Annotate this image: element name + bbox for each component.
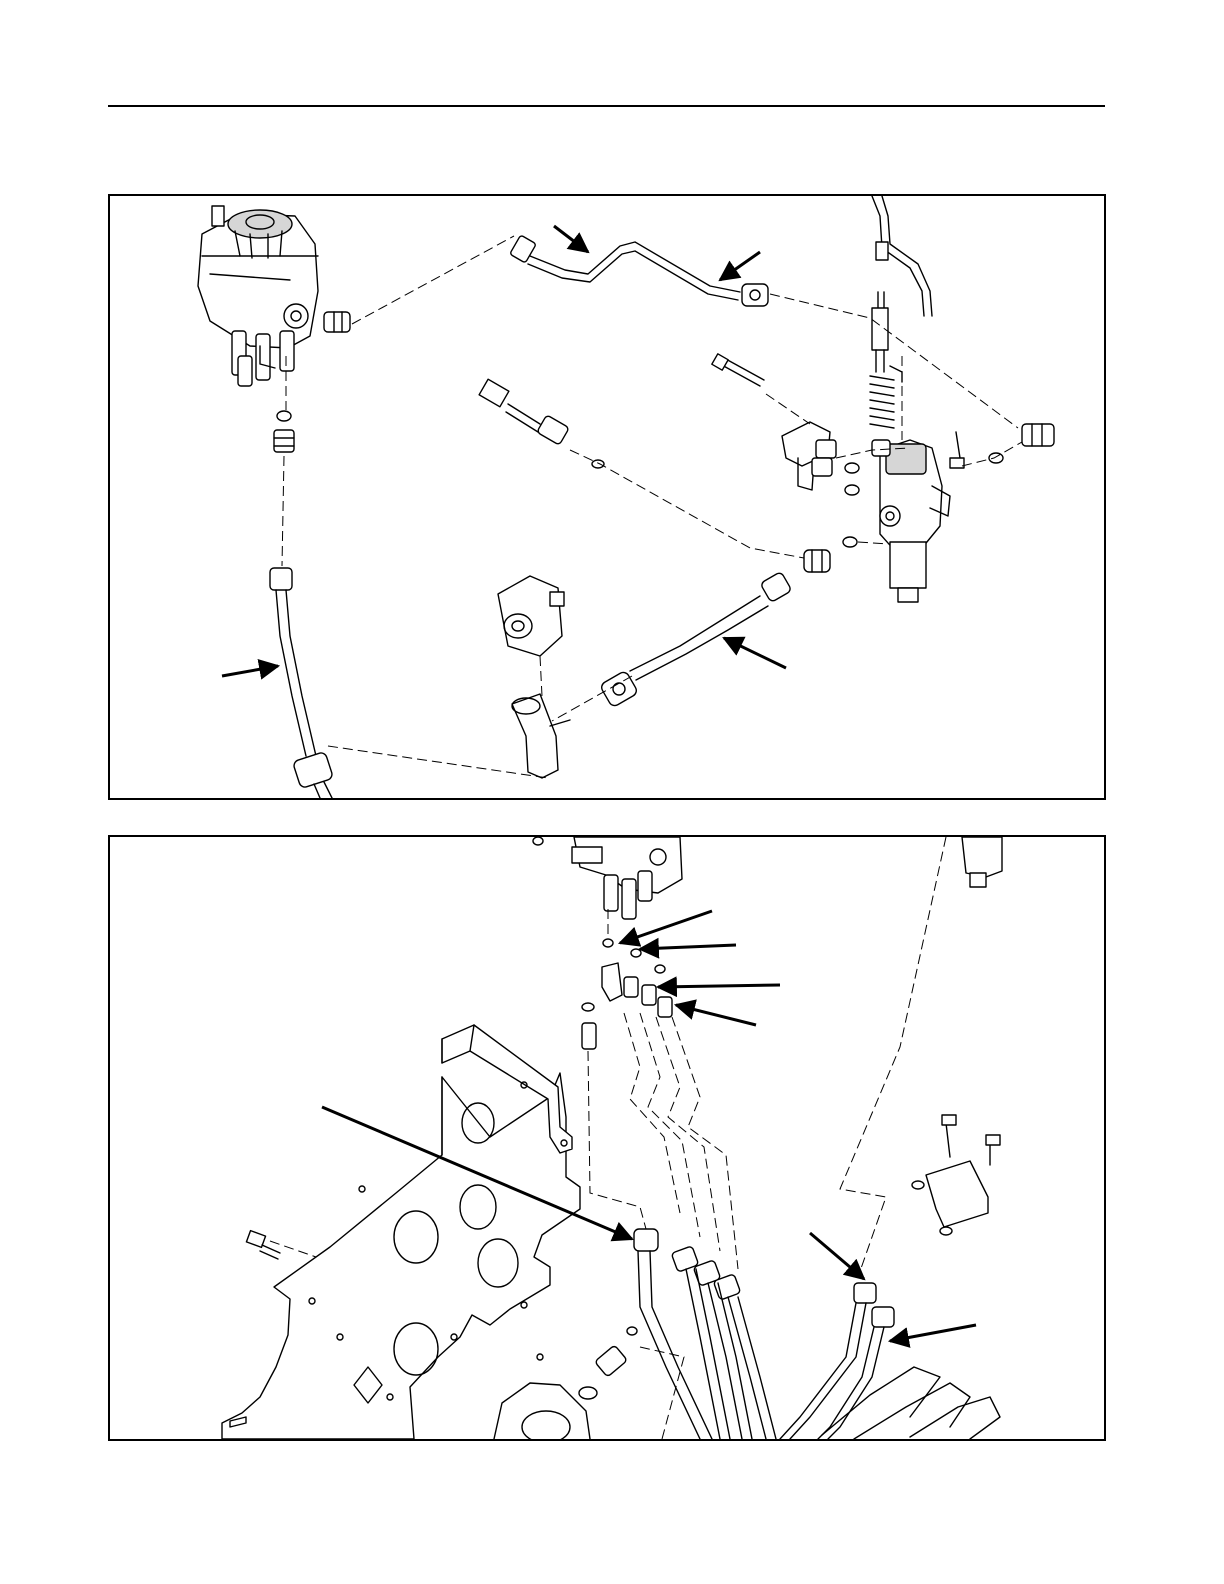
arrow-icon <box>676 1005 756 1025</box>
left-tube <box>270 568 333 798</box>
filter-head <box>498 576 564 656</box>
elbow-fittings <box>782 422 890 495</box>
top-figure-panel <box>108 194 1106 800</box>
lower-tube <box>600 571 792 707</box>
header-rule <box>108 105 1105 107</box>
top-figure-drawing <box>110 196 1104 798</box>
arrow-icon <box>658 985 780 987</box>
control-valve <box>198 206 318 386</box>
lower-valve-fitting <box>804 537 857 572</box>
pump-motor <box>494 1327 637 1439</box>
arrow-icon <box>640 945 736 949</box>
right-outlet-fitting <box>989 424 1054 463</box>
spool-valve-section <box>880 440 950 602</box>
frame-plate <box>222 1073 580 1439</box>
spring <box>870 366 902 428</box>
right-spool-section <box>962 837 1002 887</box>
fitting-cluster <box>582 939 672 1049</box>
bottom-figure-drawing <box>110 837 1104 1439</box>
hose-clamp-bracket <box>912 1115 1000 1235</box>
tee-fitting <box>512 694 570 778</box>
bottom-figure-panel <box>108 835 1106 1441</box>
upper-tube <box>510 235 768 306</box>
right-hoses <box>780 1283 1000 1439</box>
arrow-icon <box>724 638 786 668</box>
arrow-icon <box>554 226 588 252</box>
arrow-icon <box>810 1233 864 1279</box>
straight-fitting <box>274 430 294 452</box>
small-bolt <box>950 432 964 468</box>
bolt <box>712 354 764 386</box>
sensor-with-connector <box>479 379 604 468</box>
hose-bundle <box>634 1229 776 1439</box>
valve-bank <box>533 837 682 919</box>
arrow-icon <box>890 1325 976 1341</box>
cap-screw <box>246 1231 280 1259</box>
valve-outlet-fitting <box>324 312 350 332</box>
washer <box>277 411 291 421</box>
arrow-icon <box>720 252 760 280</box>
arrow-icon <box>222 666 278 676</box>
control-rod <box>872 196 932 372</box>
